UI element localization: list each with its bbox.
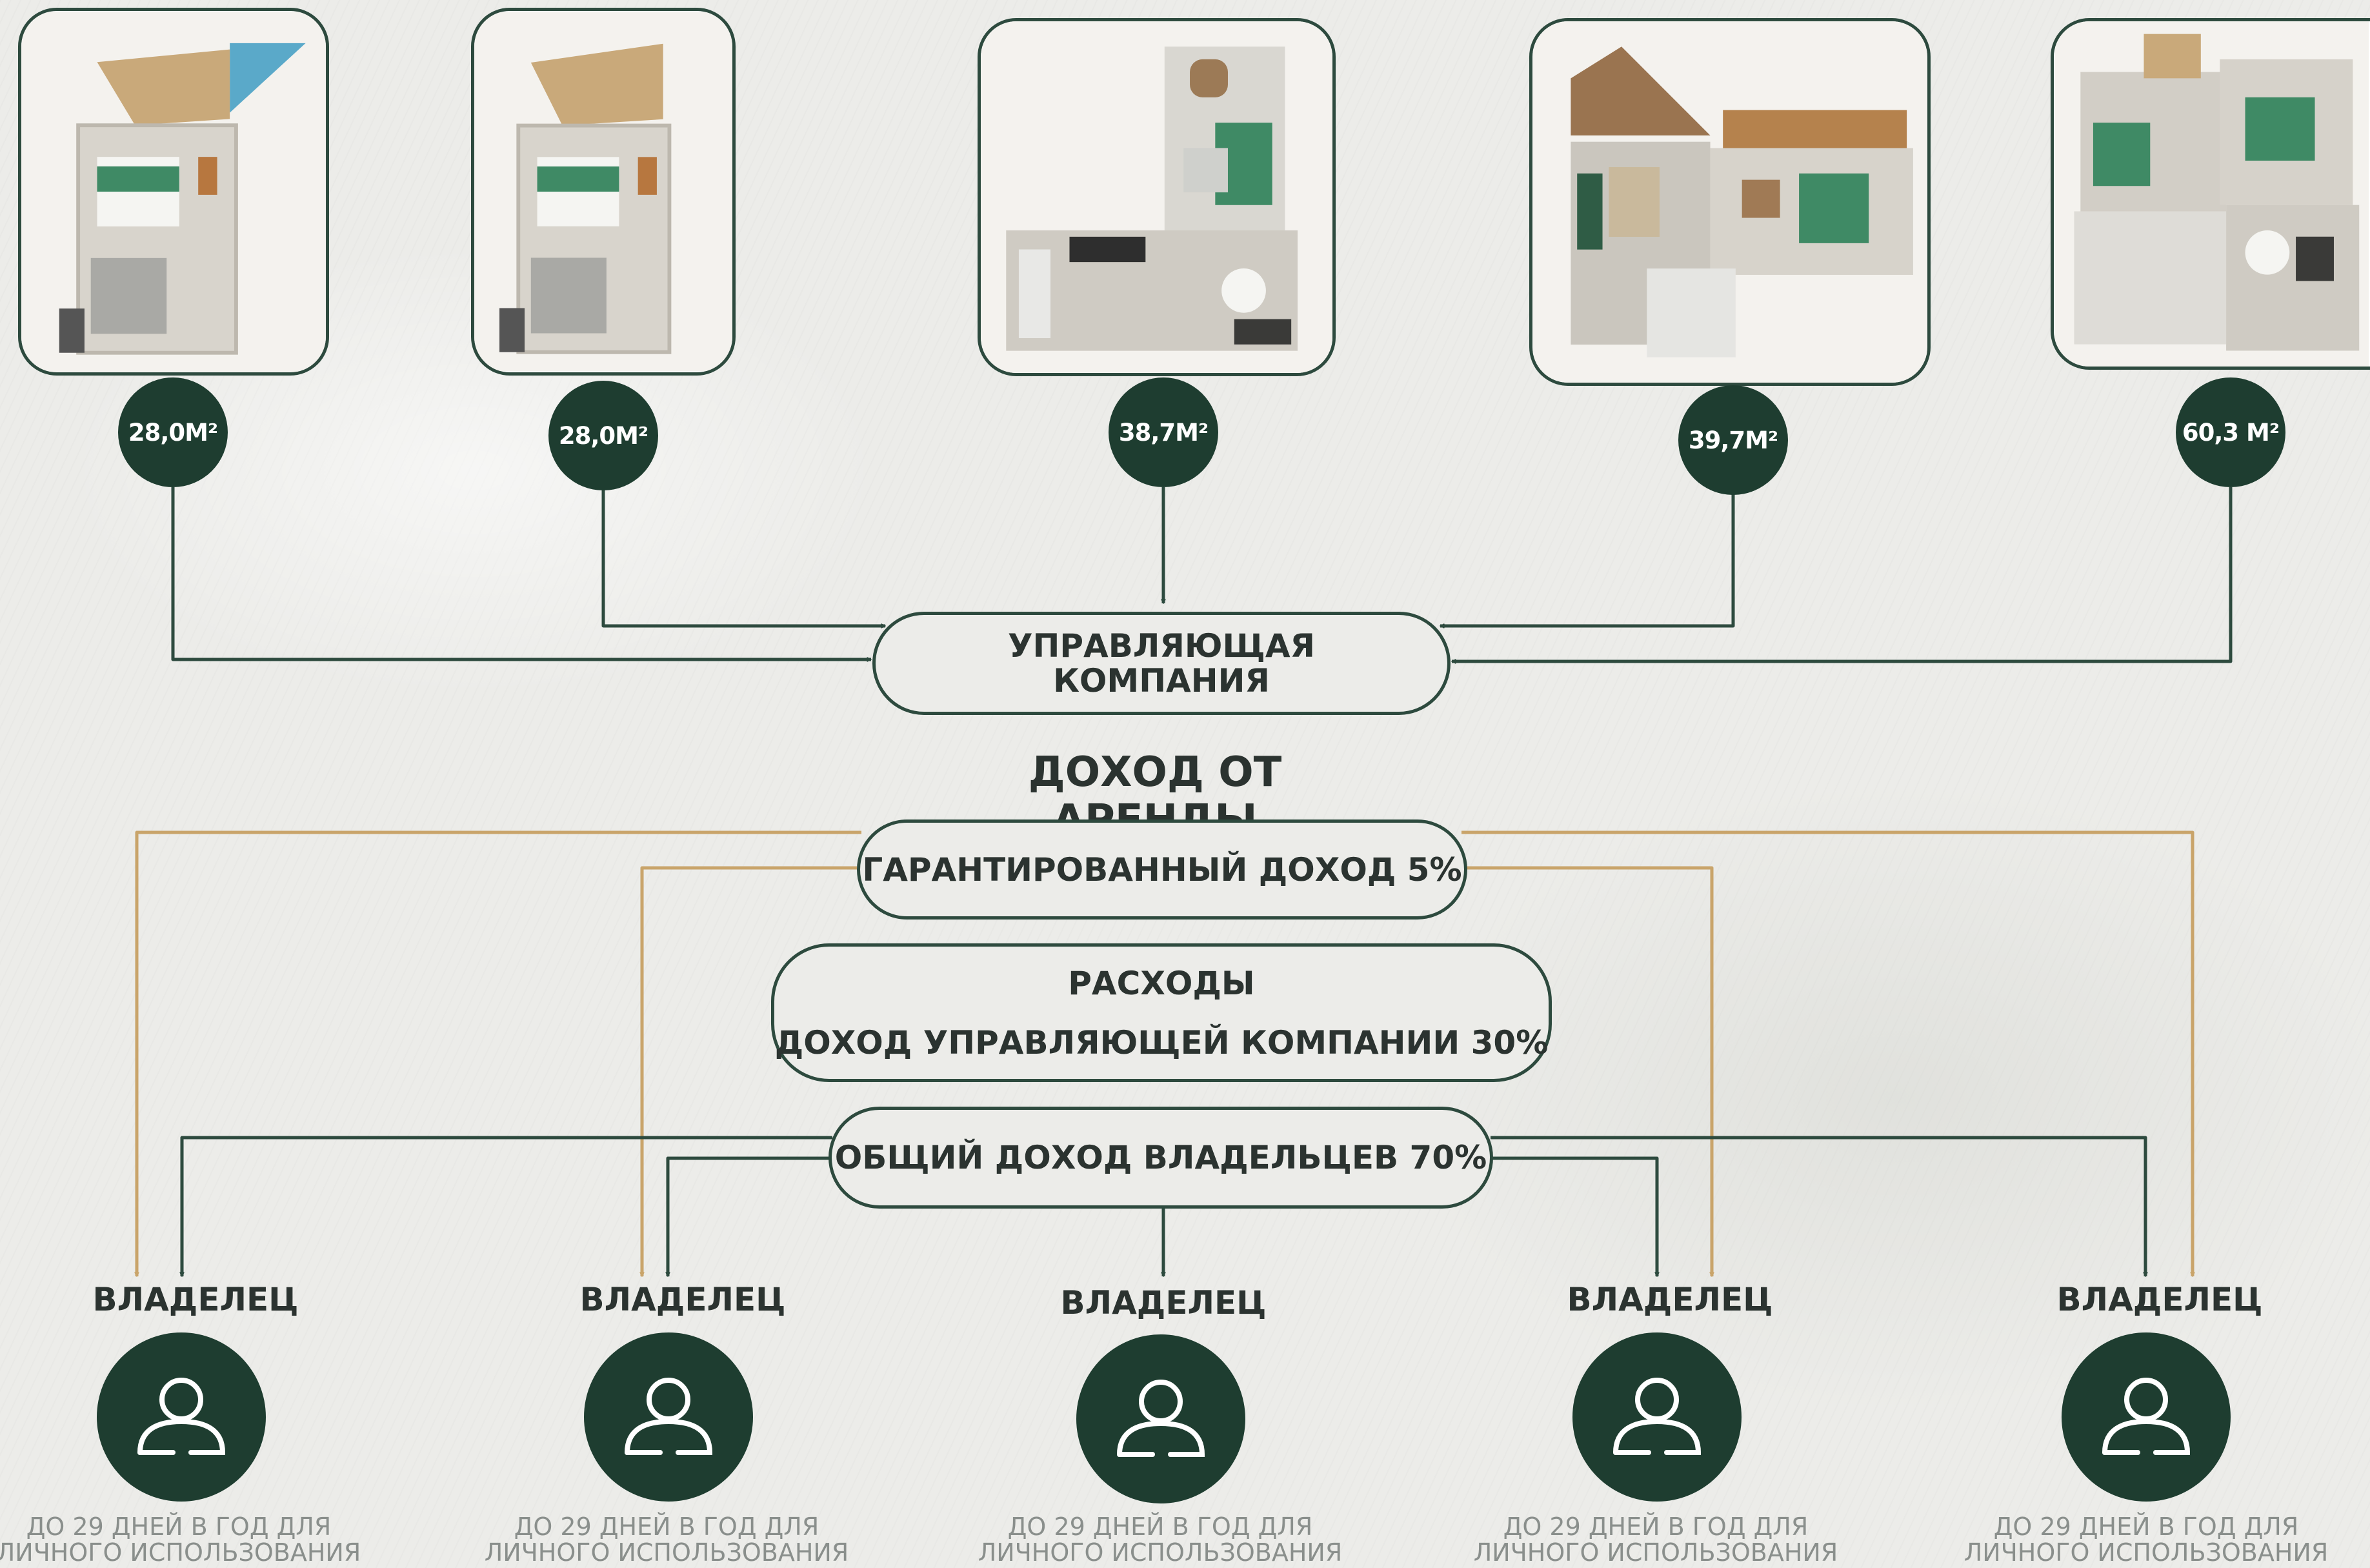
- management-company-line1: УПРАВЛЯЮЩАЯ: [1007, 627, 1316, 665]
- owner-label-1: ВЛАДЕЛЕЦ: [92, 1281, 299, 1318]
- gold-connector-owner2: [642, 866, 857, 1276]
- apartment-plan-5: [2051, 18, 2370, 370]
- owner-note-5-line1: ДО 29 ДНЕЙ В ГОД ДЛЯ: [1993, 1513, 2299, 1541]
- floor-plan-two-bedroom-icon: [2055, 21, 2369, 367]
- connector-apt1-to-company: [171, 487, 871, 659]
- management-company-box: УПРАВЛЯЮЩАЯ КОМПАНИЯ: [872, 612, 1451, 715]
- area-badge-5: 60,3 M²: [2176, 377, 2285, 487]
- area-badge-1: 28,0M²: [118, 377, 228, 487]
- management-company-line2: КОМПАНИЯ: [1053, 662, 1270, 699]
- owner-label-3: ВЛАДЕЛЕЦ: [1060, 1284, 1267, 1322]
- owner-note-1-line2: ЛИЧНОГО ИСПОЛЬЗОВАНИЯ: [0, 1538, 361, 1567]
- user-icon: [1117, 1380, 1205, 1457]
- owner-note-3-line1: ДО 29 ДНЕЙ В ГОД ДЛЯ: [1007, 1513, 1313, 1541]
- owner-avatar-4: [1572, 1332, 1742, 1502]
- connector-owner1: [182, 1136, 832, 1276]
- user-icon: [2102, 1378, 2191, 1455]
- owner-note-4-line2: ЛИЧНОГО ИСПОЛЬЗОВАНИЯ: [1473, 1538, 1838, 1567]
- floor-plan-studio-icon: [21, 11, 326, 372]
- owner-avatar-3: [1076, 1334, 1245, 1503]
- area-badge-3: 38,7M²: [1109, 377, 1218, 487]
- owner-note-1-line1: ДО 29 ДНЕЙ В ГОД ДЛЯ: [26, 1513, 332, 1541]
- owner-avatar-1: [97, 1332, 266, 1502]
- owners-income-box: ОБЩИЙ ДОХОД ВЛАДЕЛЬЦЕВ 70%: [828, 1107, 1493, 1209]
- apartment-plan-3: [978, 18, 1336, 376]
- expenses-box: РАСХОДЫ ДОХОД УПРАВЛЯЮЩЕЙ КОМПАНИИ 30%: [771, 943, 1552, 1082]
- connector-apt4-to-company: [1440, 494, 1735, 626]
- connector-owner4: [1491, 1156, 1657, 1276]
- gold-connector-owner5: [1461, 830, 2193, 1276]
- owner-avatar-5: [2062, 1332, 2231, 1502]
- owner-note-1: ДО 29 ДНЕЙ В ГОД ДЛЯ ЛИЧНОГО ИСПОЛЬЗОВАН…: [0, 1514, 385, 1565]
- apartment-plan-2: [471, 8, 736, 376]
- expenses-label: РАСХОДЫ: [1068, 964, 1255, 1002]
- connector-owner5: [1491, 1136, 2145, 1276]
- gold-connector-owner4: [1465, 866, 1712, 1276]
- management-company-share: ДОХОД УПРАВЛЯЮЩЕЙ КОМПАНИИ 30%: [774, 1023, 1549, 1061]
- guaranteed-income-box: ГАРАНТИРОВАННЫЙ ДОХОД 5%: [857, 819, 1467, 920]
- owner-note-5: ДО 29 ДНЕЙ В ГОД ДЛЯ ЛИЧНОГО ИСПОЛЬЗОВАН…: [1940, 1514, 2353, 1565]
- owner-avatar-2: [584, 1332, 753, 1502]
- connector-apt5-to-company: [1452, 487, 2233, 661]
- gold-connector-owner1: [137, 830, 861, 1276]
- user-icon: [137, 1378, 226, 1455]
- owner-note-4: ДО 29 ДНЕЙ В ГОД ДЛЯ ЛИЧНОГО ИСПОЛЬЗОВАН…: [1449, 1514, 1862, 1565]
- owner-note-3: ДО 29 ДНЕЙ В ГОД ДЛЯ ЛИЧНОГО ИСПОЛЬЗОВАН…: [954, 1514, 1367, 1565]
- apartment-plan-1: [18, 8, 329, 376]
- floor-plan-one-bedroom-icon: [981, 21, 1332, 373]
- area-badge-4: 39,7M²: [1678, 385, 1788, 495]
- owner-note-2-line1: ДО 29 ДНЕЙ В ГОД ДЛЯ: [514, 1513, 819, 1541]
- owner-note-4-line1: ДО 29 ДНЕЙ В ГОД ДЛЯ: [1503, 1513, 1809, 1541]
- area-badge-2: 28,0M²: [548, 381, 658, 490]
- owner-label-5: ВЛАДЕЛЕЦ: [2056, 1281, 2263, 1318]
- connector-owner2: [668, 1156, 831, 1276]
- connector-apt2-to-company: [601, 487, 885, 626]
- user-icon: [625, 1378, 713, 1455]
- owner-note-2: ДО 29 ДНЕЙ В ГОД ДЛЯ ЛИЧНОГО ИСПОЛЬЗОВАН…: [460, 1514, 873, 1565]
- owner-note-5-line2: ЛИЧНОГО ИСПОЛЬЗОВАНИЯ: [1963, 1538, 2329, 1567]
- user-icon: [1613, 1378, 1702, 1455]
- apartment-plan-4: [1529, 18, 1931, 386]
- owner-label-4: ВЛАДЕЛЕЦ: [1567, 1281, 1773, 1318]
- owner-note-3-line2: ЛИЧНОГО ИСПОЛЬЗОВАНИЯ: [978, 1538, 1343, 1567]
- floor-plan-one-bedroom-icon: [1532, 21, 1927, 383]
- floor-plan-studio-icon: [474, 12, 732, 372]
- owner-label-2: ВЛАДЕЛЕЦ: [579, 1281, 786, 1318]
- owner-note-2-line2: ЛИЧНОГО ИСПОЛЬЗОВАНИЯ: [484, 1538, 849, 1567]
